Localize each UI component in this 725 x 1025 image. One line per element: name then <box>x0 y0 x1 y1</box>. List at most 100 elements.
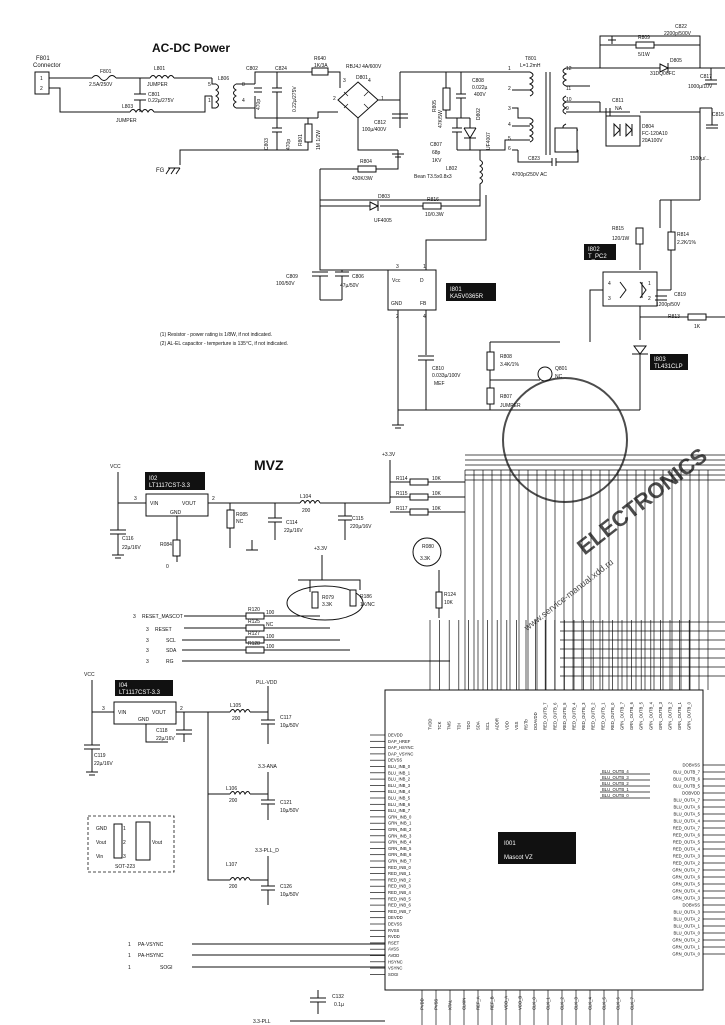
svg-text:10µ/50V: 10µ/50V <box>280 723 299 729</box>
svg-text:LT1117CST-3.3: LT1117CST-3.3 <box>119 690 161 696</box>
capacitor-c811: C811 NA <box>605 98 624 116</box>
svg-text:PLL-VDD: PLL-VDD <box>256 680 278 686</box>
svg-text:2200p/500V: 2200p/500V <box>664 31 692 37</box>
capacitor-c810: C810 0.033µ/100V MEF <box>418 355 461 410</box>
svg-text:T_PC2: T_PC2 <box>588 254 607 260</box>
svg-text:3: 3 <box>508 106 511 112</box>
svg-text:3: 3 <box>146 659 149 665</box>
resistor-r804: R804 430K/3W <box>352 159 377 182</box>
svg-text:R804: R804 <box>360 159 372 165</box>
circled-resistor-group: R079 3.3K <box>286 585 364 621</box>
svg-text:3.3-PLL: 3.3-PLL <box>253 1019 271 1025</box>
svg-text:1200p/50V: 1200p/50V <box>656 302 681 308</box>
svg-text:5: 5 <box>208 82 211 88</box>
chip-left-pins: DEVDDDAP_HREFDAP_HSYNCDAP_VSYNCDEVSSBLU_… <box>370 733 414 977</box>
svg-text:C126: C126 <box>280 884 292 890</box>
mvz-section-title: MVZ <box>254 457 284 473</box>
svg-text:SDA: SDA <box>166 648 177 654</box>
capacitor-c819: C819 1200p/50V <box>655 292 686 308</box>
resistor-r808: R808 3.4K/1% <box>486 351 519 371</box>
chip-pin-label: BLU_INB_5 <box>388 796 411 801</box>
chip-pin-label: GRN_OUTB_7 <box>620 701 625 730</box>
chip-pin-label: AVDD <box>388 953 399 958</box>
chip-pin-label: RED_OUTB_3 <box>581 702 586 730</box>
chip-pin-label: BLU_OUTA_1 <box>674 924 701 929</box>
svg-text:R816: R816 <box>427 197 439 203</box>
svg-text:I803: I803 <box>654 357 666 363</box>
svg-text:120/1W: 120/1W <box>612 236 630 242</box>
chip-pin-label: VCO_B <box>518 996 523 1010</box>
svg-text:I04: I04 <box>119 683 128 689</box>
chip-pin-label: REF_B <box>490 996 495 1010</box>
fuse-f801: F801 2.5A/250V <box>89 69 117 88</box>
svg-text:NA: NA <box>615 106 623 112</box>
diode-d804: D804 FC-120A10 20A100V <box>605 115 668 147</box>
chip-pin-label: RSET <box>388 940 400 945</box>
acdc-section-title: AC-DC Power <box>152 41 230 55</box>
svg-text:Q801: Q801 <box>555 366 567 372</box>
svg-text:10K: 10K <box>432 506 442 512</box>
chip-pin-label: DEVDD <box>388 915 403 920</box>
resistor-r085: R085 NC <box>226 509 248 529</box>
svg-text:R080: R080 <box>422 544 434 550</box>
svg-text:C802: C802 <box>246 66 258 72</box>
svg-text:GND: GND <box>391 301 403 307</box>
chip-pin-label: GRN_OUTA_7 <box>672 868 700 873</box>
svg-text:3: 3 <box>134 496 137 502</box>
svg-text:22µ/16V: 22µ/16V <box>94 761 113 767</box>
chip-pin-label: RED_INB_0 <box>388 865 411 870</box>
chip-pin-label: PVSS <box>434 999 439 1010</box>
svg-text:10K: 10K <box>444 600 454 606</box>
svg-text:VIN: VIN <box>118 710 127 716</box>
chip-pin-label: BLU_OUTA_6 <box>674 805 701 810</box>
svg-text:TL431CLP: TL431CLP <box>654 364 683 370</box>
svg-text:3: 3 <box>133 614 136 620</box>
svg-text:MEF: MEF <box>434 381 445 387</box>
svg-text:470p: 470p <box>256 99 262 110</box>
svg-text:Bean T3.5x0.8x3: Bean T3.5x0.8x3 <box>414 174 452 180</box>
svg-text:2: 2 <box>648 296 651 302</box>
svg-text:3: 3 <box>608 296 611 302</box>
svg-text:200: 200 <box>302 508 311 514</box>
diode-d803: D803 UF4005 <box>369 194 392 224</box>
ac-connector: 12 F801 Connector <box>33 56 61 95</box>
svg-text:1: 1 <box>423 264 426 270</box>
svg-text:2: 2 <box>333 96 336 102</box>
svg-text:I802: I802 <box>588 247 600 253</box>
chip-pin-label: RED_OUTB_6 <box>552 702 557 730</box>
svg-text:470p: 470p <box>286 139 292 150</box>
svg-text:1000µ/10V: 1000µ/10V <box>688 84 713 90</box>
chip-pin-label: RED_OUTB_0 <box>610 702 615 730</box>
svg-text:68p: 68p <box>432 150 441 156</box>
capacitor-c126: C126 10µ/50V <box>261 884 299 905</box>
svg-text:F801: F801 <box>36 56 50 62</box>
capacitor-c822: C822 2200p/500V <box>608 24 692 44</box>
svg-text:C132: C132 <box>332 994 344 1000</box>
chip-pin-label: BLU_OUTB_2 <box>602 781 629 786</box>
svg-text:3: 3 <box>146 638 149 644</box>
svg-text:R115: R115 <box>396 491 408 497</box>
chip-pin-label: RED_OUTA_7 <box>673 826 701 831</box>
capacitor-c809: C809 100/50V <box>276 271 328 300</box>
chip-pin-label: BLU_OUTA_5 <box>674 812 701 817</box>
svg-text:C808: C808 <box>472 78 484 84</box>
svg-text:L=1.2mH: L=1.2mH <box>520 63 541 69</box>
chip-pin-label: BLU_OUTA_0 <box>674 931 701 936</box>
svg-text:8: 8 <box>242 82 245 88</box>
svg-text:100/50V: 100/50V <box>276 281 295 287</box>
svg-text:R085: R085 <box>236 512 248 518</box>
resistor-r117: R117 10K <box>396 506 442 516</box>
chip-pin-label: GRN_OUTB_3 <box>658 701 663 730</box>
chip-pin-label: CLK_2 <box>560 997 565 1010</box>
chip-pin-label: HSYNC <box>388 959 403 964</box>
chip-pin-label: RED_INB_2 <box>388 877 411 882</box>
svg-text:2: 2 <box>123 840 126 846</box>
chip-pin-label: SCL <box>485 721 490 730</box>
svg-text:UF4005: UF4005 <box>374 218 392 224</box>
svg-text:47µ/50V: 47µ/50V <box>340 283 359 289</box>
chip-pin-label: RED_INB_3 <box>388 884 411 889</box>
chip-pin-label: BLU_OUTB_3 <box>602 775 629 780</box>
svg-text:C809: C809 <box>286 274 298 280</box>
chip-pin-label: PVDD <box>420 998 425 1010</box>
